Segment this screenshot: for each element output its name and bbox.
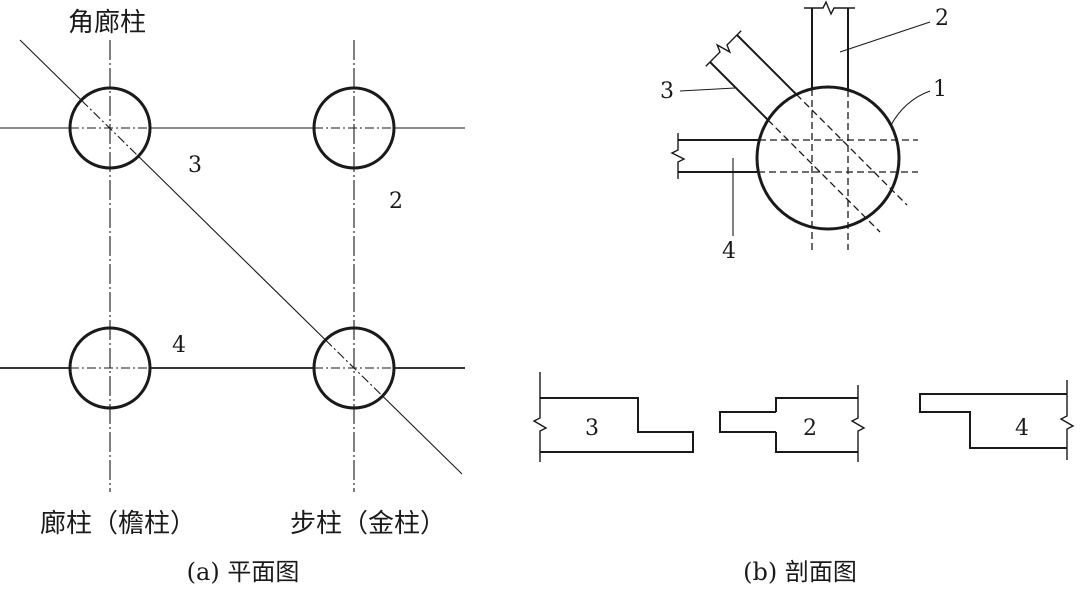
callout-1: 1 <box>933 77 947 102</box>
eave-column-label: 廊柱（檐柱） <box>40 509 196 539</box>
break-mark <box>670 133 686 179</box>
profile-label: 2 <box>803 416 817 441</box>
callout-2: 2 <box>935 6 949 31</box>
axis-segment-centerline <box>325 339 383 397</box>
hidden-line <box>767 119 881 233</box>
section-caption: (b) 剖面图 <box>743 558 857 586</box>
break-mark <box>804 0 855 16</box>
profile-label: 3 <box>585 416 599 441</box>
beam-edge <box>736 34 798 96</box>
plan-caption: (a) 平面图 <box>187 558 300 586</box>
callout-3: 3 <box>660 79 674 104</box>
column-section-circle <box>755 85 901 231</box>
beam-edge <box>709 61 769 121</box>
section-view: 2 1 3 4 3 2 4 (b) 剖面图 <box>532 0 1075 586</box>
column-circle-bottom-right <box>312 326 396 410</box>
leader-line-3 <box>679 87 736 92</box>
plan-label-2: 2 <box>389 189 403 214</box>
joint-profile-2: 2 <box>719 385 866 462</box>
plan-view: 角廊柱 <box>0 8 465 586</box>
hidden-line <box>795 93 908 206</box>
profile-label: 4 <box>1015 416 1029 441</box>
leader-line-2 <box>839 21 931 53</box>
diagonal-beam <box>705 30 908 233</box>
column-circle-top-right <box>312 86 396 170</box>
profile-outline <box>775 432 858 453</box>
axis-segment <box>19 39 82 101</box>
joint-profile-4: 4 <box>919 380 1075 460</box>
break-mark <box>532 372 548 462</box>
joint-profile-3: 3 <box>532 372 694 462</box>
plan-label-3: 3 <box>188 153 202 178</box>
leader-line-1 <box>890 90 931 126</box>
profile-tenon <box>719 411 776 433</box>
profile-outline <box>775 397 858 412</box>
vertical-beam <box>804 0 855 250</box>
column-circle-top-left <box>68 86 152 170</box>
callout-4: 4 <box>722 239 736 264</box>
plan-label-4: 4 <box>172 333 186 358</box>
break-mark <box>1059 380 1075 460</box>
profile-outline <box>540 397 694 453</box>
axis-segment-centerline <box>81 100 139 157</box>
column-circle-bottom-left <box>68 326 152 410</box>
profile-outline <box>919 393 1067 449</box>
axis-segment <box>138 156 326 341</box>
break-mark <box>705 30 742 67</box>
corner-column-label: 角廊柱 <box>68 8 146 38</box>
step-column-label: 步柱（金柱） <box>290 509 446 539</box>
axis-segment <box>382 395 463 475</box>
break-mark <box>850 385 866 462</box>
axis-diagonal <box>19 39 463 475</box>
horizontal-beam <box>670 133 918 179</box>
